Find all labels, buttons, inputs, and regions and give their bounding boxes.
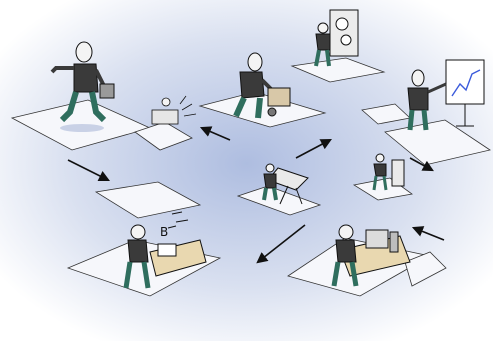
flip-chart — [446, 60, 484, 104]
book-icon — [158, 244, 176, 256]
tower-icon — [390, 232, 398, 252]
lightbulb-icon-2 — [341, 35, 351, 45]
head — [76, 42, 92, 62]
podium — [392, 160, 404, 186]
monitor-icon — [366, 230, 388, 248]
briefcase-icon — [100, 84, 114, 98]
board — [330, 10, 358, 56]
box-icon — [268, 88, 290, 106]
printer-icon — [152, 110, 178, 124]
torso — [74, 64, 98, 92]
lightbulb-icon — [336, 18, 348, 30]
sketch-letter: B — [160, 225, 168, 239]
